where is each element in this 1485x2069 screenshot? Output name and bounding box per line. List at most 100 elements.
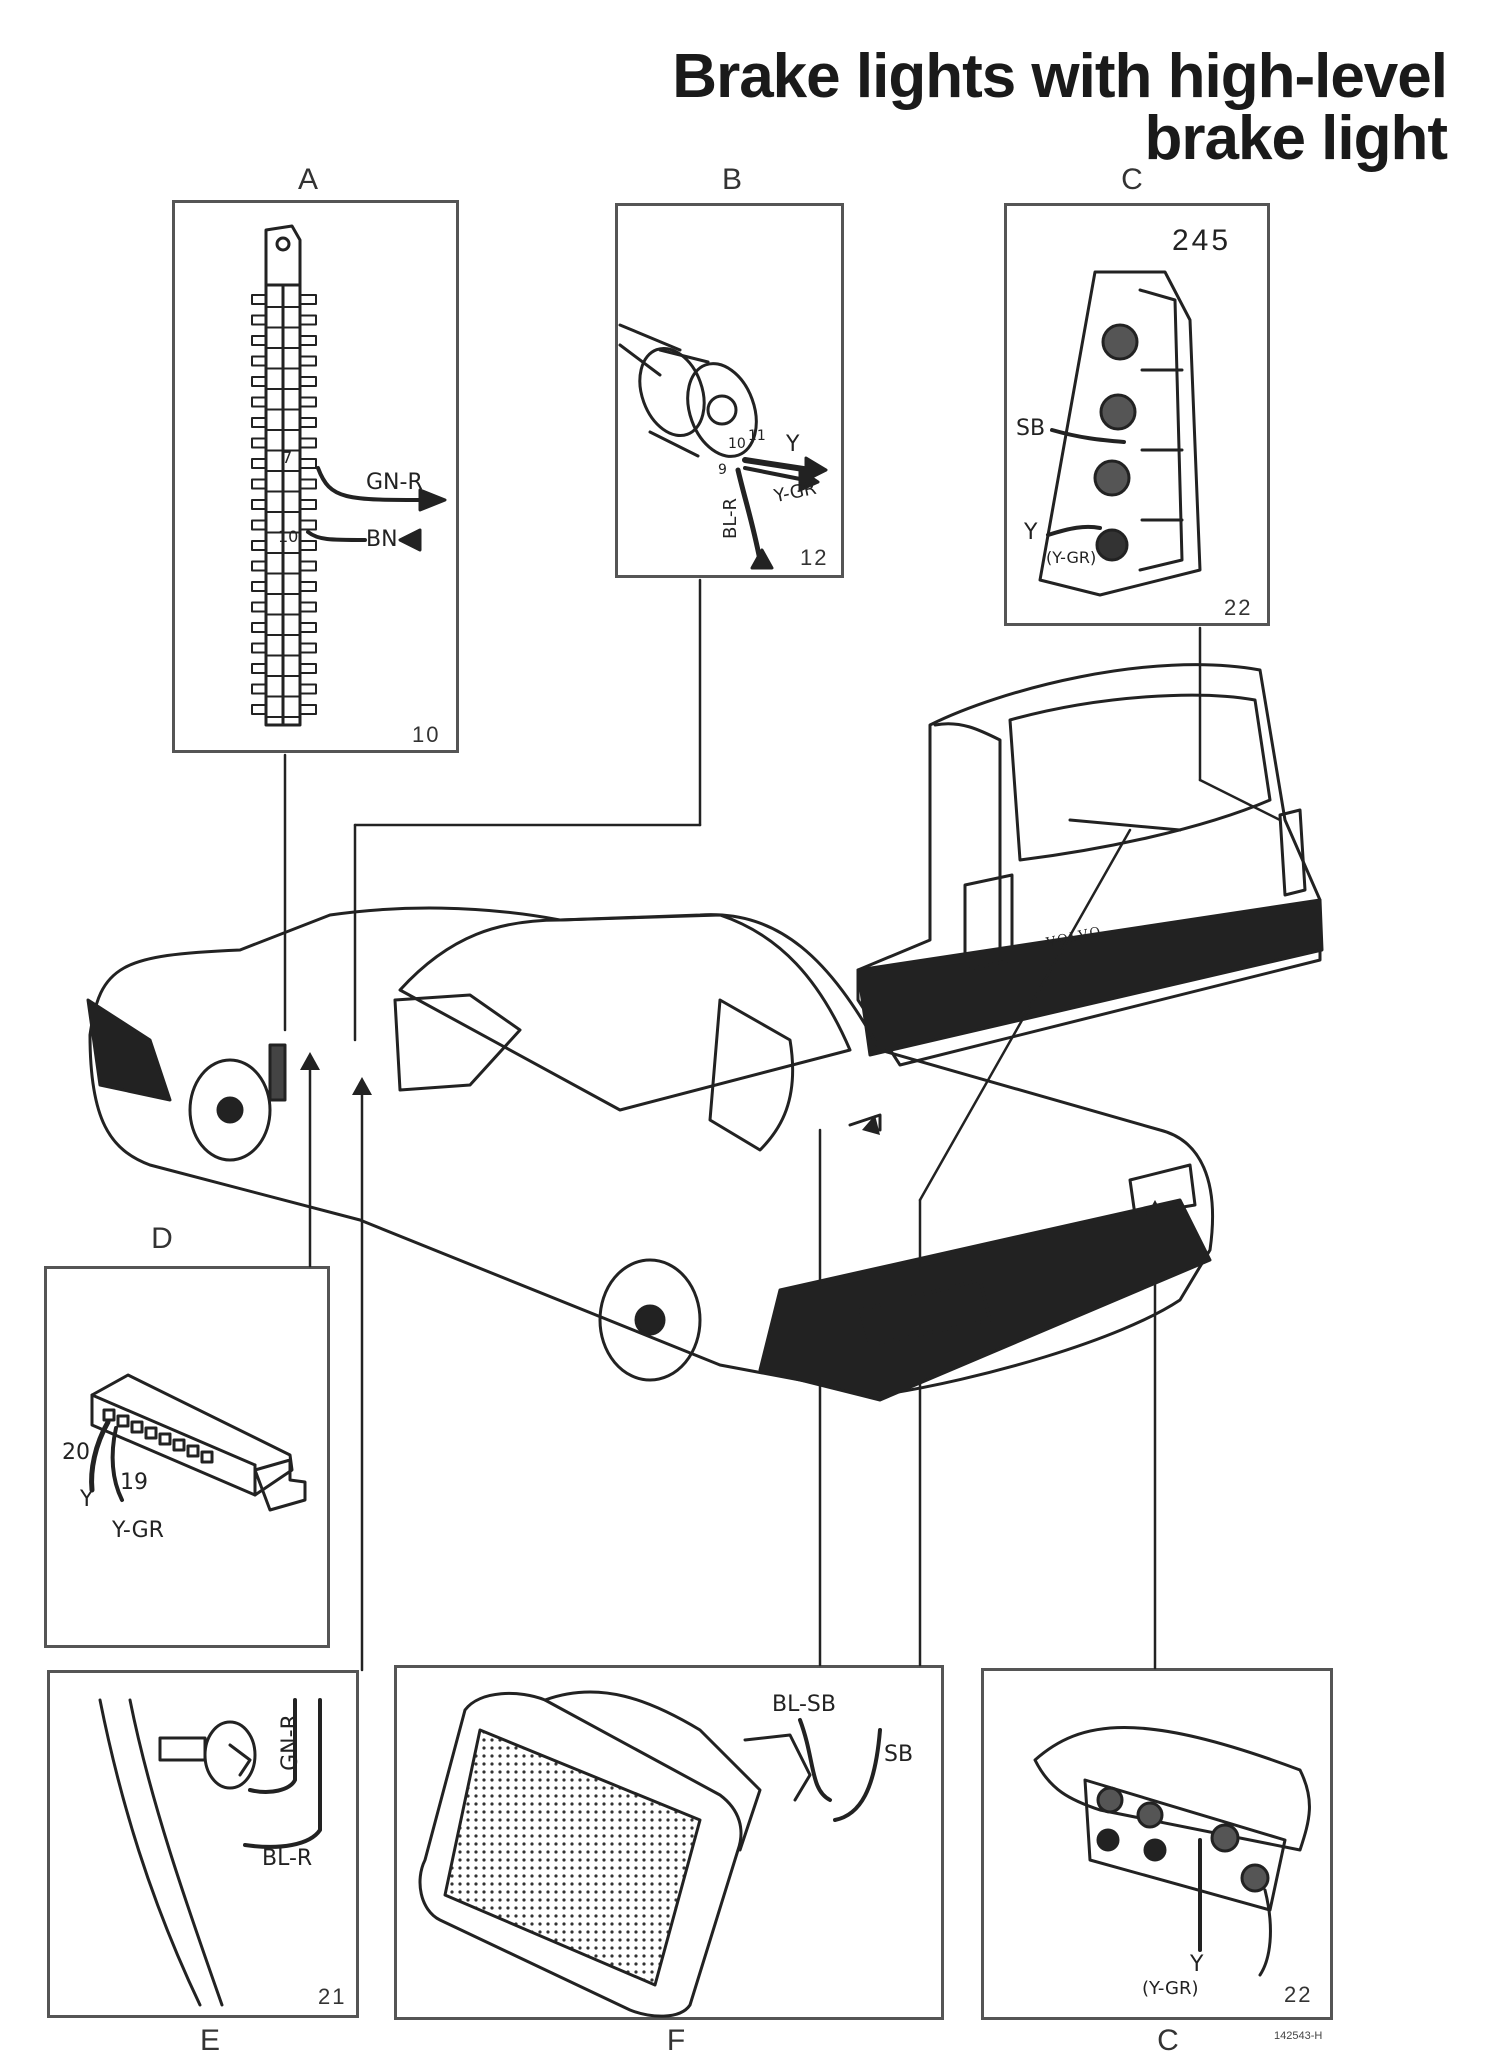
model-number-245: 245 <box>1172 224 1232 257</box>
fuse-terminal-left <box>251 355 267 367</box>
fuse-terminal-left <box>251 663 267 674</box>
wire-bl-r-label: BL-R <box>262 1846 313 1871</box>
fuse-terminal-left <box>251 642 267 654</box>
fuse-terminal-right <box>299 294 317 305</box>
fuse-terminal-left <box>251 437 267 449</box>
pin-20-label: 20 <box>62 1440 90 1465</box>
arrow-out-icon <box>418 488 447 512</box>
fuse-terminal-left <box>251 683 267 695</box>
panel-a-number: 10 <box>412 722 441 747</box>
wire-bn <box>306 530 367 542</box>
fuse-terminal-right <box>299 499 317 510</box>
wire-bl-r <box>243 1698 322 1849</box>
fuse-terminal-right <box>299 663 317 674</box>
wire-y-gr-label: Y-GR <box>112 1518 164 1543</box>
fuse-terminal-left <box>251 376 267 387</box>
wire-bl-r-label: BL-R <box>720 497 742 540</box>
pin-10-label: 10 <box>728 436 746 452</box>
page-title: Brake lights with high-level brake light <box>672 46 1448 173</box>
panel-c-top-number: 22 <box>1224 595 1253 620</box>
fuse-terminal-left <box>251 581 267 592</box>
wire-gn-r <box>316 466 432 502</box>
steering-connector-drawing <box>618 323 758 458</box>
wire-y-gr <box>110 1426 124 1502</box>
wire-y <box>1046 524 1102 537</box>
wire-sb-label: SB <box>1016 416 1046 441</box>
fuse-terminal-right <box>299 540 317 551</box>
arrow-out-icon <box>798 468 820 492</box>
panel-f-label: F <box>666 2024 686 2057</box>
wagon-rear-drawing <box>856 663 1324 1067</box>
fuse-terminal-right <box>299 437 317 449</box>
fuse-terminal-left <box>251 560 267 572</box>
panel-e-brake-switch <box>47 1670 359 2018</box>
fuse-terminal-left <box>251 622 267 633</box>
fuse-terminal-left <box>251 335 267 346</box>
pin-7-label: 7 <box>282 448 293 467</box>
fuse-terminal-right <box>299 560 317 572</box>
wire-gn-r-label: GN-R <box>277 1714 303 1771</box>
fuse-terminal-right <box>299 622 317 633</box>
arrow-out-icon <box>804 456 828 482</box>
fuse-terminal-left <box>251 601 267 613</box>
high-level-light-drawing <box>418 1690 812 2018</box>
figure-reference: 142543-H <box>1274 2030 1323 2042</box>
fuse-terminal-left <box>251 314 267 326</box>
fuse-terminal-right <box>299 335 317 346</box>
fuse-terminal-right <box>299 683 317 695</box>
wire-y-label: Y <box>80 1487 94 1512</box>
fuse-terminal-left <box>251 417 267 428</box>
wire-y-gr <box>743 466 807 482</box>
fuse-terminal-right <box>299 314 317 326</box>
panel-b-label: B <box>721 163 742 196</box>
wire-gn-r-label: GN-R <box>366 470 423 495</box>
fuse-terminal-left <box>251 499 267 510</box>
tail-light-rear-drawing <box>1033 1726 1311 1912</box>
wire-y <box>742 457 813 473</box>
fuse-terminal-right <box>299 458 317 469</box>
tail-light-drawing <box>1038 270 1202 597</box>
fuse-terminal-right <box>299 642 317 654</box>
arrow-in-icon <box>398 528 422 552</box>
leader-lines <box>283 578 1282 1672</box>
fuse-terminal-right <box>299 704 317 715</box>
wire-y-gr-label: (Y-GR) <box>1142 1978 1199 1999</box>
panel-e-number: 21 <box>318 1984 347 2009</box>
wire-sb <box>833 1728 882 1822</box>
wire-bl-sb <box>798 1718 832 1802</box>
fuse-terminal-left <box>251 294 267 305</box>
panel-b-steering-connector <box>615 203 844 578</box>
panel-c-bottom-label: C <box>1157 2024 1179 2057</box>
fuse-strip-drawing <box>264 224 302 727</box>
wire-y-gr-label: (Y-GR) <box>1046 548 1097 567</box>
pin-19-label: 19 <box>120 1470 148 1495</box>
fuse-terminals <box>251 294 317 718</box>
fuse-terminal-right <box>299 376 317 387</box>
panel-e-label: E <box>199 2024 220 2057</box>
wire-y <box>89 1419 111 1493</box>
panel-a-label: A <box>297 163 318 196</box>
fuse-terminal-right <box>299 478 317 490</box>
pin-11-label: 11 <box>748 428 766 444</box>
panel-a-fuse-box <box>172 200 459 753</box>
wire-sb-label: SB <box>884 1742 914 1767</box>
wire-y-label: Y <box>1024 520 1038 545</box>
panel-b-number: 12 <box>800 545 829 570</box>
wire-gn-r <box>248 1698 297 1794</box>
title-line-2: brake light <box>1144 104 1448 173</box>
wire-y-label: Y <box>1190 1952 1204 1977</box>
brake-switch-drawing <box>98 1698 257 2007</box>
leader-arrows <box>300 1052 1165 1218</box>
wire-bn-label: BN <box>366 527 398 552</box>
fuse-terminal-right <box>299 581 317 592</box>
arrow-up-icon <box>750 548 774 570</box>
fuse-terminal-left <box>251 458 267 469</box>
fuse-terminal-right <box>299 396 317 408</box>
panel-d-label: D <box>151 1222 173 1255</box>
fuse-terminal-left <box>251 704 267 715</box>
fuse-terminal-right <box>299 601 317 613</box>
fuse-terminal-left <box>251 396 267 408</box>
fuse-terminal-left <box>251 519 267 531</box>
wire-sb <box>1050 428 1126 444</box>
